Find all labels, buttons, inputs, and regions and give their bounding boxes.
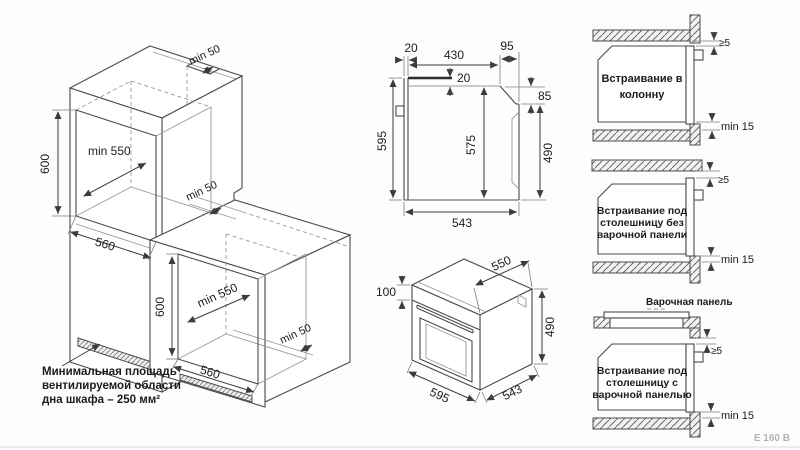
caption-2-line3: варочной панели: [597, 229, 687, 241]
side-panel-top-3: [689, 327, 701, 339]
dim-height: 595: [375, 131, 389, 151]
side-panel-bottom-3: [689, 411, 701, 438]
dim-column-depth: min 550: [88, 144, 131, 158]
oven-side-bracket: [517, 294, 527, 308]
worktop-right-3: [682, 316, 701, 329]
vent-note-line3: дна шкафа – 250 мм²: [42, 394, 160, 406]
hob-label: Варочная панель: [646, 297, 732, 308]
column-front-panel-top: [689, 14, 701, 44]
dim-iso-top-depth: 550: [489, 253, 513, 274]
vent-note: Минимальная площадь вентилируемой област…: [42, 343, 181, 406]
dim-depth: 543: [452, 216, 472, 230]
dim-column-width: 560: [94, 235, 118, 254]
oven-handle-3: [693, 351, 704, 363]
dim-top-width: 430: [444, 48, 464, 62]
oven-front-face: [411, 284, 481, 391]
dim-door-thickness: 20: [404, 41, 418, 55]
column-front-panel-bottom: [689, 123, 701, 146]
dim-iso-width: 595: [428, 385, 452, 406]
caption-1-line1: Встраивание в: [601, 73, 682, 85]
dim-rear-drop: 85: [538, 89, 552, 103]
dim-gap-top-2: ≥5: [718, 175, 729, 186]
install-diagram-column: ≥5 min 15 Встраивание в колонну: [592, 14, 754, 146]
dim-base-width: 560: [199, 363, 223, 382]
dim-top-rear: 95: [500, 39, 514, 53]
caption-2-line2: столешницу без: [600, 217, 684, 229]
oven-handle: [416, 304, 474, 334]
dim-inner-offset: 20: [457, 71, 471, 85]
dim-gap-bottom-2: min 15: [721, 254, 754, 266]
caption-3-line2: столешницу с: [606, 377, 678, 389]
oven-front-frame-1: [685, 45, 695, 125]
oven-front-frame-2: [685, 177, 695, 257]
side-door-handle: [395, 105, 405, 117]
page-edge: [0, 446, 800, 448]
oven-isometric-view: 550 100 490 595 543: [376, 253, 557, 406]
side-panel-bottom-2: [689, 255, 701, 284]
hob-lip: [603, 311, 690, 319]
install-diagram-worktop-hob: Варочная панель ≥5 min 15 Встраивание по…: [592, 297, 754, 438]
model-code: E 160 B: [754, 433, 790, 444]
install-diagram-worktop-no-hob: ≥5 min 15 Встраивание под столешницу без…: [591, 159, 754, 284]
dim-gap-bottom-3: min 15: [721, 410, 754, 422]
hob-body: [609, 317, 684, 329]
column-shelf-top: [592, 29, 691, 42]
base-cabinet: [148, 196, 352, 408]
caption-2-line1: Встраивание под: [597, 205, 688, 217]
column-shelf-bottom: [592, 129, 691, 142]
caption-3-line3: варочной панелью: [592, 389, 691, 401]
oven-side-dimensions: 20 430 95 20 85 595 575: [375, 39, 555, 230]
dim-gap-bottom-1: min 15: [721, 121, 754, 133]
vent-note-line1: Минимальная площадь: [42, 366, 177, 378]
worktop-2: [591, 159, 703, 172]
shelf-bottom-3: [592, 417, 691, 430]
vent-note-line2: вентилируемой области: [42, 380, 181, 392]
oven-side-outline: [395, 52, 520, 201]
dim-gap-top-3: ≥5: [711, 346, 722, 357]
shelf-bottom-2: [592, 261, 691, 274]
dim-column-height: 600: [38, 154, 52, 174]
dim-iso-panel-height: 100: [376, 285, 396, 299]
oven-front-frame-3: [685, 343, 695, 413]
dim-base-height: 600: [153, 297, 167, 317]
caption-1-line2: колонну: [620, 89, 666, 101]
cabinets-isometric-diagram: min 50 min 550 600 560 min 50 600 min 55…: [38, 43, 352, 408]
base-front-face: [149, 239, 266, 408]
worktop-left-3: [593, 316, 612, 329]
oven-handle-1: [693, 49, 704, 61]
dim-iso-depth: 543: [500, 382, 524, 404]
oven-iso-body: [410, 258, 534, 391]
dim-rear-height: 490: [541, 143, 555, 163]
dim-iso-rear-height: 490: [543, 317, 557, 337]
oven-handle-2: [693, 189, 704, 201]
base-niche-interior: [177, 233, 314, 385]
oven-side-view: 20 430 95 20 85 595 575: [375, 39, 555, 230]
dim-inner-height: 575: [464, 135, 478, 155]
caption-3-line1: Встраивание под: [597, 365, 688, 377]
dim-gap-top-1: ≥5: [719, 38, 730, 49]
